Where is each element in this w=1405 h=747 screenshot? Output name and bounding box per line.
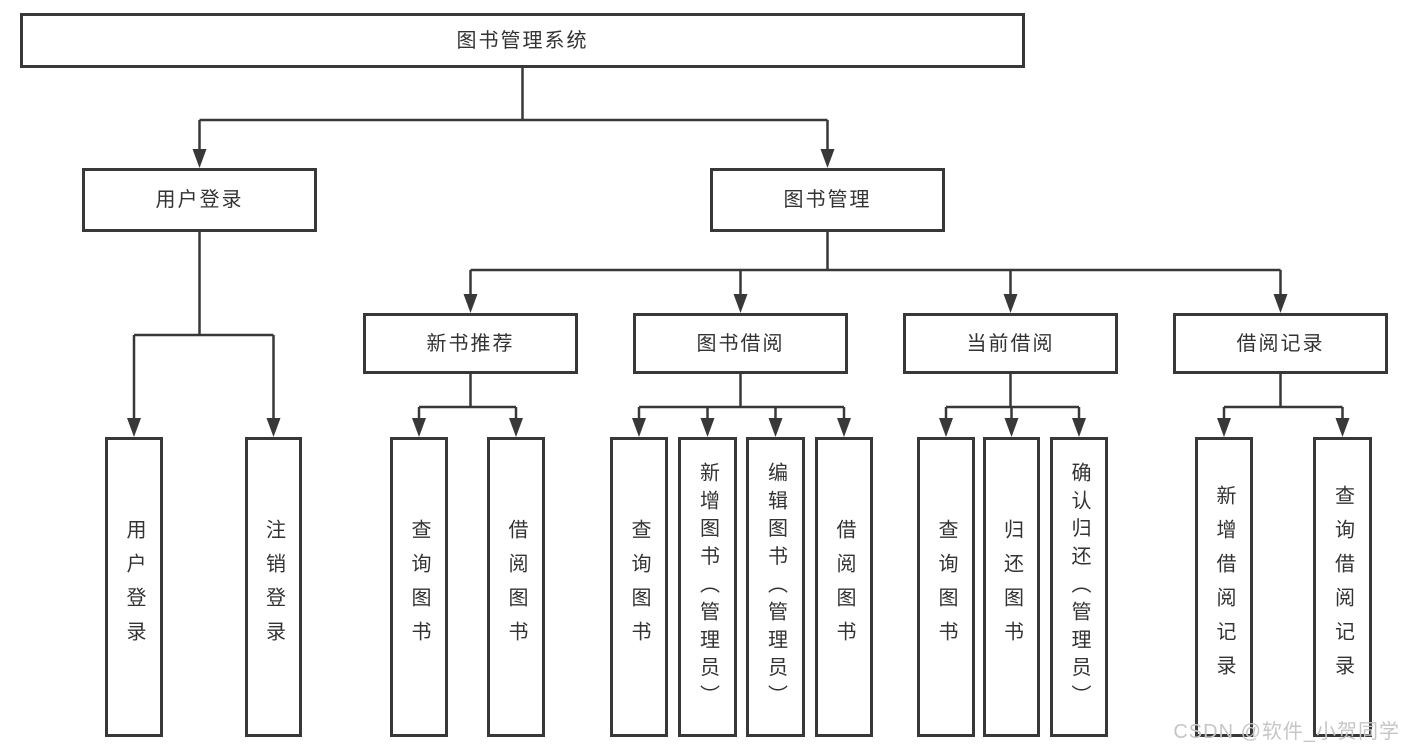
node-label: 借阅记录 xyxy=(1236,332,1325,355)
node-leaf-add-borrow-rec: 新增借阅记录 xyxy=(1195,437,1253,737)
node-book-borrow: 图书借阅 xyxy=(633,313,848,374)
node-user-login: 用户登录 xyxy=(82,168,317,232)
node-leaf-logout: 注销登录 xyxy=(245,437,302,737)
node-current-borrow: 当前借阅 xyxy=(903,313,1118,374)
node-label: 新书推荐 xyxy=(426,332,515,355)
node-label: 编辑图书（管理员） xyxy=(764,461,787,713)
node-leaf-user-login: 用户登录 xyxy=(105,437,163,737)
node-leaf-query-book-3: 查询图书 xyxy=(917,437,975,737)
node-leaf-query-borrow-rec: 查询借阅记录 xyxy=(1313,437,1372,737)
node-label: 借阅图书 xyxy=(833,519,855,655)
node-label: 查询图书 xyxy=(408,519,430,655)
node-label: 用户登录 xyxy=(155,189,244,211)
node-leaf-return-book: 归还图书 xyxy=(983,437,1040,737)
node-label: 新增图书（管理员） xyxy=(696,461,719,713)
node-label: 确认归还（管理员） xyxy=(1068,461,1090,713)
node-label: 查询借阅记录 xyxy=(1331,485,1354,689)
node-label: 查询图书 xyxy=(628,519,650,655)
node-root: 图书管理系统 xyxy=(20,13,1025,68)
node-leaf-add-book: 新增图书（管理员） xyxy=(678,437,737,737)
node-label: 图书管理系统 xyxy=(456,29,589,52)
node-leaf-query-book-2: 查询图书 xyxy=(610,437,668,737)
node-label: 图书管理 xyxy=(783,189,872,211)
node-leaf-confirm-return: 确认归还（管理员） xyxy=(1050,437,1108,737)
node-book-mgmt: 图书管理 xyxy=(710,168,945,232)
node-leaf-query-book-1: 查询图书 xyxy=(390,437,448,737)
node-label: 借阅图书 xyxy=(505,519,527,655)
node-label: 注销登录 xyxy=(262,519,285,655)
node-leaf-edit-book: 编辑图书（管理员） xyxy=(746,437,805,737)
node-label: 新增借阅记录 xyxy=(1213,485,1235,689)
node-label: 当前借阅 xyxy=(966,332,1055,355)
node-leaf-borrow-book-2: 借阅图书 xyxy=(815,437,873,737)
node-borrow-records: 借阅记录 xyxy=(1173,313,1388,374)
node-label: 用户登录 xyxy=(123,519,145,655)
node-label: 查询图书 xyxy=(935,519,957,655)
node-label: 图书借阅 xyxy=(696,332,785,355)
node-new-book-rec: 新书推荐 xyxy=(363,313,578,374)
node-label: 归还图书 xyxy=(1000,519,1023,655)
node-leaf-borrow-book-1: 借阅图书 xyxy=(487,437,545,737)
